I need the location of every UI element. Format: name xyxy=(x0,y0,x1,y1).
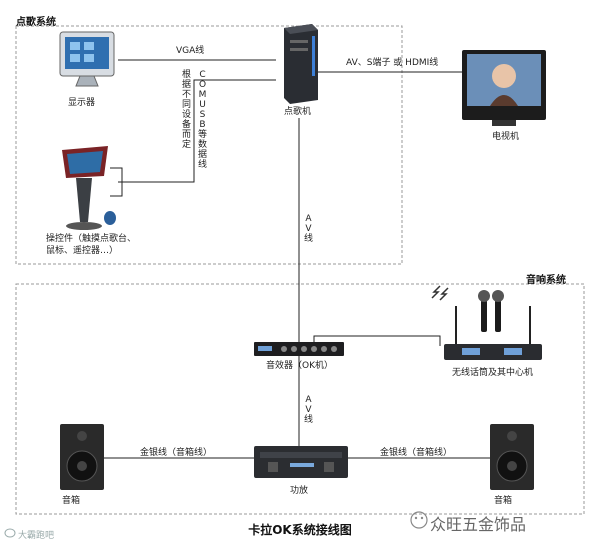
controller-bracket xyxy=(110,167,123,197)
section-label-karaoke: 点歌系统 xyxy=(16,17,56,28)
wireless-label: 无线话筒及其中心机 xyxy=(452,368,534,378)
speaker-left-label: 音箱 xyxy=(62,496,81,506)
mouse-icon xyxy=(104,211,116,225)
watermark-left: 大霸跑吧 xyxy=(18,531,55,541)
audio-system-frame xyxy=(15,283,585,515)
speaker-cable-label-left: 金银线（音箱线） xyxy=(140,448,213,458)
com-usb-cable-label: COM USB等数据线 xyxy=(197,70,207,170)
pc-label: 点歌机 xyxy=(284,107,312,117)
microphone-icon xyxy=(478,290,504,332)
wireless-receiver-icon xyxy=(444,306,542,360)
amplifier-label: 功放 xyxy=(290,486,309,496)
weibo-logo-icon xyxy=(4,528,16,538)
diagram-title: 卡拉OK系统接线图 xyxy=(248,523,352,537)
speaker-right-label: 音箱 xyxy=(494,496,513,506)
speaker-left-icon xyxy=(60,424,104,490)
tv-icon xyxy=(462,50,546,126)
monitor-icon xyxy=(59,31,115,87)
speaker-right-icon xyxy=(490,424,534,490)
vga-cable-label: VGA线 xyxy=(176,46,205,56)
av-cable-label-upper: AV线 xyxy=(303,214,313,244)
wechat-logo-icon xyxy=(410,511,428,529)
wireless-signal-icon xyxy=(431,285,449,301)
tv-label: 电视机 xyxy=(492,132,520,142)
controller-label-line1: 操控件（触摸点歌台、 xyxy=(46,234,137,244)
av-tv-cable-label: AV、S端子 或 HDMI线 xyxy=(346,58,439,68)
speaker-cable-label-right: 金银线（音箱线） xyxy=(380,448,453,458)
effector-label: 音效器（OK机） xyxy=(266,361,333,371)
section-label-audio: 音响系统 xyxy=(526,275,566,286)
controller-label-line2: 鼠标、遥控器…） xyxy=(46,246,119,256)
depends-note-label: 根据不同设备而定 xyxy=(181,70,191,150)
av-cable-label-lower: AV线 xyxy=(303,395,313,425)
data-line xyxy=(118,79,276,183)
touch-console-icon xyxy=(62,146,108,230)
wireless-line xyxy=(313,335,441,346)
effector-icon xyxy=(254,342,344,356)
watermark-right: 众旺五金饰品 xyxy=(430,515,527,534)
pc-tower-icon xyxy=(284,24,318,104)
monitor-label: 显示器 xyxy=(68,98,96,108)
amplifier-icon xyxy=(254,446,348,478)
karaoke-system-frame xyxy=(15,25,403,265)
